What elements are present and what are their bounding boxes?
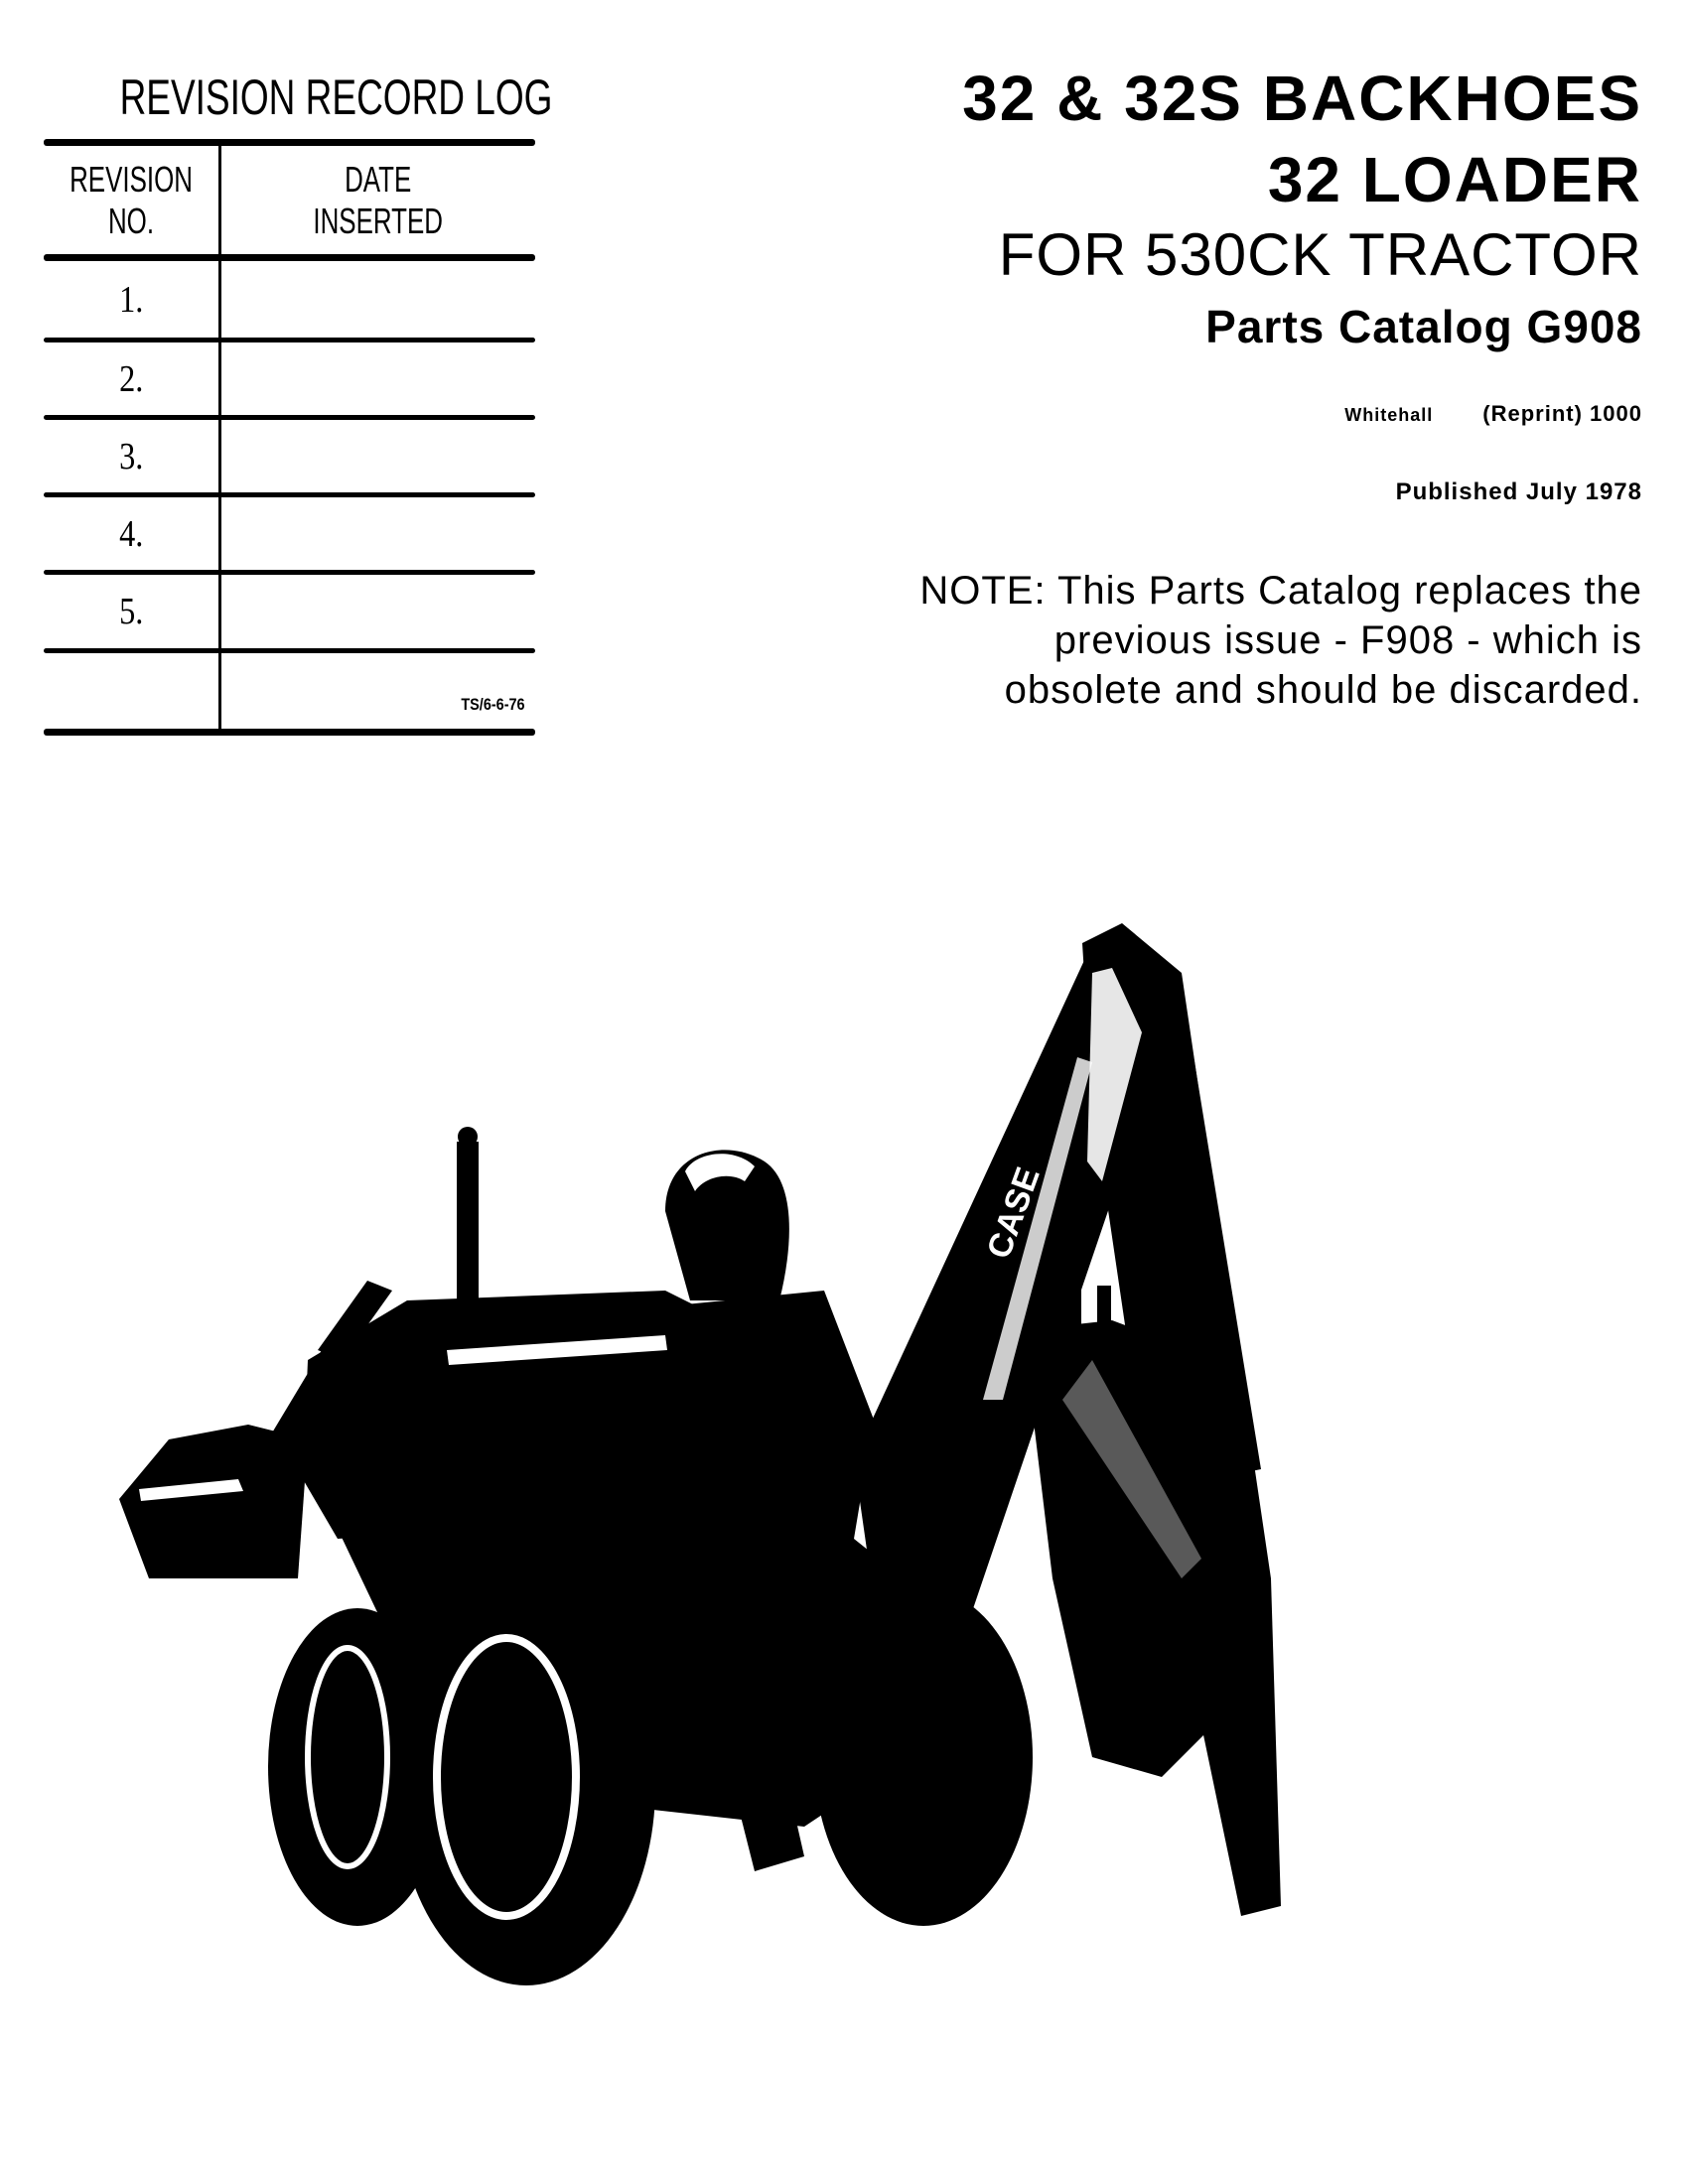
header-revision-line2: NO. (107, 201, 155, 241)
row-1-number-text: 1. (118, 279, 144, 321)
row-3-rule (44, 492, 535, 497)
replacement-note: NOTE: This Parts Catalog replaces the pr… (919, 566, 1642, 715)
header-revision-line1: REVISION (70, 159, 193, 200)
catalog-number: Parts Catalog G908 (1205, 301, 1642, 352)
form-code: TS/6-6-76 (450, 695, 525, 715)
row-4-rule (44, 570, 535, 575)
backhoe-tractor-illustration: CASE (109, 884, 1400, 1995)
row-4-number: 4. (44, 514, 218, 554)
header-bottom-rule (44, 254, 535, 261)
reprint-count: (Reprint) 1000 (1482, 401, 1642, 426)
print-info: Whitehall (Reprint) 1000 (1344, 401, 1642, 427)
header-date-inserted: DATE INSERTED (221, 159, 535, 242)
row-3-number: 3. (44, 437, 218, 477)
title-block: 32 & 32S BACKHOES 32 LOADER FOR 530CK TR… (649, 62, 1642, 756)
table-top-rule (44, 139, 535, 146)
row-3-date-field[interactable] (221, 420, 535, 492)
header-date-line2: INSERTED (313, 201, 444, 241)
row-5-number-text: 5. (118, 591, 144, 632)
row-2-number-text: 2. (118, 358, 144, 400)
publish-date: Published July 1978 (1395, 478, 1642, 505)
header-date-line1: DATE (345, 159, 412, 200)
row-2-date-field[interactable] (221, 342, 535, 415)
row-3-number-text: 3. (118, 436, 144, 478)
title-tractor: FOR 530CK TRACTOR (998, 221, 1642, 288)
row-5-number: 5. (44, 592, 218, 631)
row-5-date-field[interactable] (221, 575, 535, 648)
revision-log-title: REVISION RECORD LOG (44, 69, 553, 125)
title-loader: 32 LOADER (1267, 144, 1642, 215)
row-1-number: 1. (44, 280, 218, 320)
note-line-1: NOTE: This Parts Catalog replaces the (919, 569, 1642, 613)
tractor-backhoe-icon: CASE (119, 923, 1281, 1985)
revision-log-title-text: REVISION RECORD LOG (119, 69, 553, 125)
row-4-date-field[interactable] (221, 497, 535, 570)
row-2-rule (44, 415, 535, 420)
row-2-number: 2. (44, 359, 218, 399)
note-line-3: obsolete and should be discarded. (1004, 668, 1642, 712)
row-1-rule (44, 338, 535, 342)
form-code-text: TS/6-6-76 (461, 695, 525, 714)
table-bottom-rule (44, 729, 535, 736)
title-backhoes: 32 & 32S BACKHOES (962, 63, 1642, 134)
row-5-rule (44, 648, 535, 653)
row-1-date-field[interactable] (221, 262, 535, 338)
row-4-number-text: 4. (118, 513, 144, 555)
header-revision-no: REVISION NO. (44, 159, 218, 242)
note-line-2: previous issue - F908 - which is (1053, 618, 1642, 662)
column-divider (218, 142, 221, 735)
revision-log-table: REVISION NO. DATE INSERTED 1. 2. 3. 4. 5… (44, 139, 535, 745)
printer-name: Whitehall (1344, 405, 1434, 425)
